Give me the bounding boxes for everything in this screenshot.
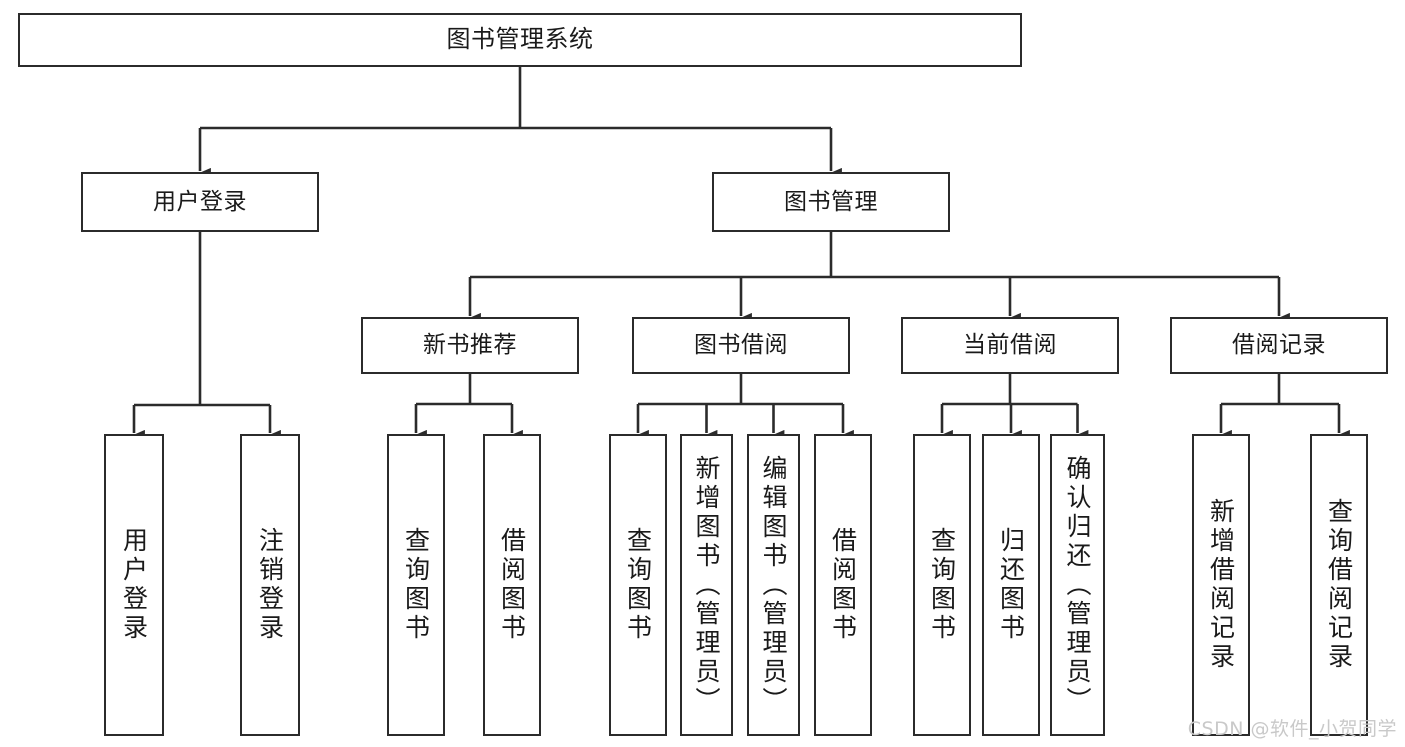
node-current[interactable]: 当前借阅 [901, 317, 1119, 374]
node-label: 借阅图书 [828, 527, 858, 643]
node-leaf-11[interactable]: 确认归还（管理员） [1050, 434, 1105, 736]
node-label: 新书推荐 [423, 332, 517, 359]
node-leaf-9[interactable]: 查询图书 [913, 434, 971, 736]
node-label: 用户登录 [153, 188, 247, 215]
node-label: 确认归还（管理员） [1063, 454, 1092, 716]
node-label: 新增图书（管理员） [692, 454, 721, 716]
node-label: 借阅记录 [1232, 332, 1326, 359]
node-leaf-4[interactable]: 借阅图书 [483, 434, 541, 736]
node-label: 编辑图书（管理员） [759, 454, 788, 716]
node-label: 当前借阅 [963, 332, 1057, 359]
node-leaf-1[interactable]: 用户登录 [104, 434, 164, 736]
node-label: 注销登录 [255, 527, 285, 643]
node-label: 查询图书 [623, 527, 653, 643]
node-label: 图书管理系统 [446, 25, 594, 54]
node-label: 图书管理 [784, 188, 878, 215]
node-label: 图书借阅 [694, 332, 788, 359]
node-label: 查询图书 [927, 527, 957, 643]
node-newbook[interactable]: 新书推荐 [361, 317, 579, 374]
node-label: 新增借阅记录 [1206, 498, 1236, 672]
node-leaf-7[interactable]: 编辑图书（管理员） [747, 434, 800, 736]
node-label: 归还图书 [996, 527, 1026, 643]
node-records[interactable]: 借阅记录 [1170, 317, 1388, 374]
node-label: 查询图书 [401, 527, 431, 643]
node-root[interactable]: 图书管理系统 [18, 13, 1022, 67]
node-leaf-13[interactable]: 查询借阅记录 [1310, 434, 1368, 736]
node-leaf-8[interactable]: 借阅图书 [814, 434, 872, 736]
node-leaf-6[interactable]: 新增图书（管理员） [680, 434, 733, 736]
node-leaf-2[interactable]: 注销登录 [240, 434, 300, 736]
node-leaf-12[interactable]: 新增借阅记录 [1192, 434, 1250, 736]
node-label: 查询借阅记录 [1324, 498, 1354, 672]
watermark: CSDN @软件_小贺同学 [1187, 718, 1397, 740]
node-label: 用户登录 [119, 527, 149, 643]
node-bookmgmt[interactable]: 图书管理 [712, 172, 950, 232]
node-leaf-5[interactable]: 查询图书 [609, 434, 667, 736]
node-leaf-3[interactable]: 查询图书 [387, 434, 445, 736]
node-borrow[interactable]: 图书借阅 [632, 317, 850, 374]
node-label: 借阅图书 [497, 527, 527, 643]
node-login[interactable]: 用户登录 [81, 172, 319, 232]
node-leaf-10[interactable]: 归还图书 [982, 434, 1040, 736]
